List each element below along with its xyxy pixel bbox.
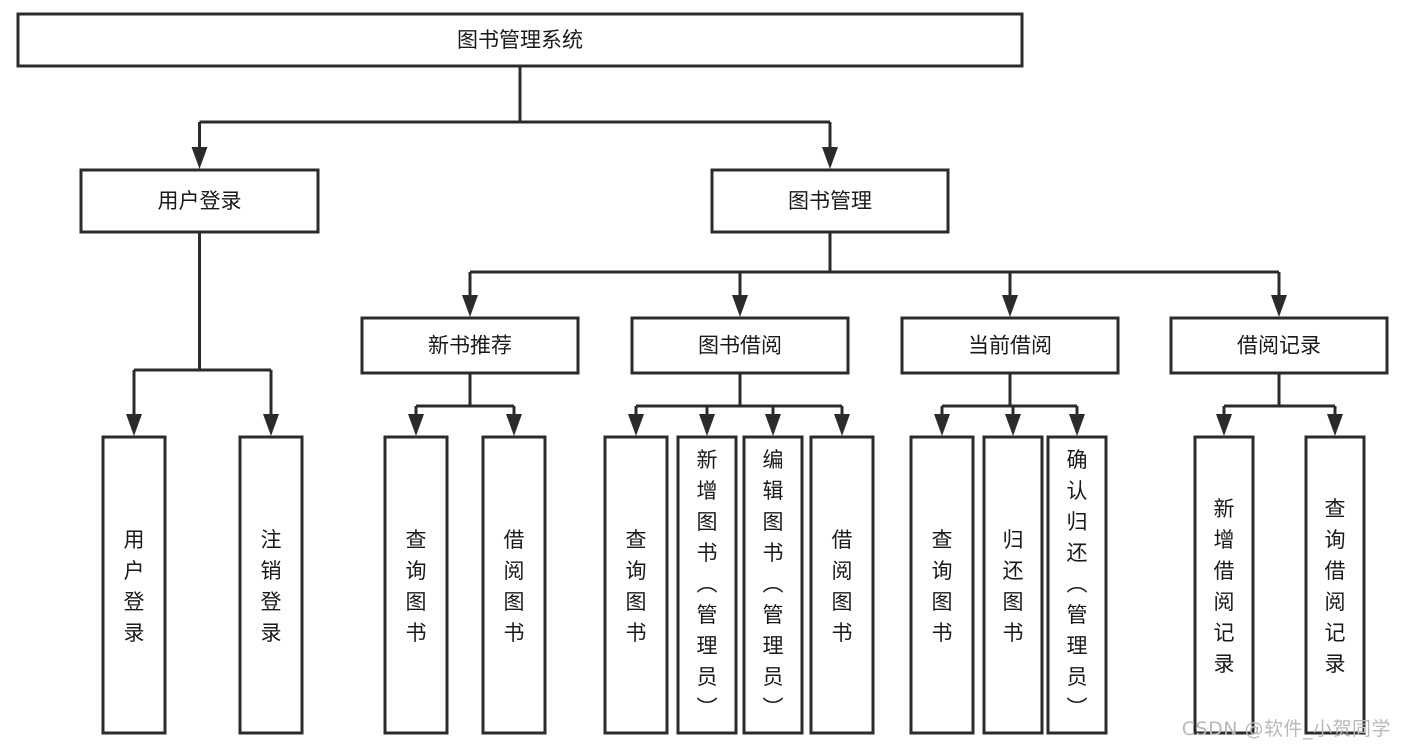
leaf-node-6: 编辑图书︵管理员︶: [742, 435, 804, 735]
leaf-node-9-label: 归还图书: [1003, 528, 1024, 645]
leaf-node-8-label: 查询图书: [932, 528, 953, 645]
level2-node-0-label: 用户登录: [158, 189, 242, 213]
connector-layer: [126, 66, 1343, 436]
arrow-head-icon: [408, 414, 424, 436]
leaf-node-3-rect: [481, 435, 547, 735]
arrow-head-icon: [126, 414, 142, 436]
root-node-label: 图书管理系统: [457, 28, 583, 52]
leaf-node-4-rect: [603, 435, 669, 735]
arrow-head-icon: [1002, 295, 1018, 317]
level3-node-0-rect: [360, 316, 580, 375]
leaf-node-6-label: 编辑图书︵管理员︶: [763, 448, 784, 720]
level3-node-1-label: 图书借阅: [698, 334, 782, 358]
leaf-node-6-rect: [742, 435, 804, 735]
leaf-node-7-rect: [809, 435, 875, 735]
arrow-head-icon: [934, 414, 950, 436]
leaf-node-1-label: 注销登录: [261, 528, 282, 645]
root-node-rect: [16, 12, 1024, 68]
level3-node-0-label: 新书推荐: [428, 334, 512, 358]
leaf-node-3: 借阅图书: [481, 435, 547, 735]
leaf-node-2-label: 查询图书: [406, 528, 427, 645]
level3-node-1-rect: [630, 316, 850, 375]
arrow-head-icon: [822, 147, 838, 169]
leaf-node-8-rect: [909, 435, 975, 735]
level2-node-1-label: 图书管理: [788, 189, 872, 213]
leaf-node-8: 查询图书: [909, 435, 975, 735]
leaf-node-2: 查询图书: [383, 435, 449, 735]
leaf-node-4-label: 查询图书: [626, 528, 647, 645]
arrow-head-icon: [506, 414, 522, 436]
level2-node-1: 图书管理: [710, 168, 950, 234]
arrow-head-icon: [1327, 414, 1343, 436]
leaf-node-9: 归还图书: [982, 435, 1044, 735]
leaf-node-1-rect: [238, 435, 304, 735]
leaf-node-11-label: 新增借阅记录: [1214, 497, 1235, 676]
leaf-node-12-rect: [1304, 435, 1366, 735]
leaf-node-12-label: 查询借阅记录: [1325, 497, 1346, 676]
level3-node-2: 当前借阅: [900, 316, 1120, 375]
node-layer: 图书管理系统用户登录图书管理新书推荐图书借阅当前借阅借阅记录用户登录注销登录查询…: [16, 12, 1389, 735]
root-node: 图书管理系统: [16, 12, 1024, 68]
arrow-head-icon: [462, 295, 478, 317]
leaf-node-10-rect: [1046, 435, 1108, 735]
arrow-head-icon: [1005, 414, 1021, 436]
leaf-node-0-rect: [101, 435, 167, 735]
leaf-node-12: 查询借阅记录: [1304, 435, 1366, 735]
leaf-node-9-rect: [982, 435, 1044, 735]
leaf-node-1: 注销登录: [238, 435, 304, 735]
level2-node-1-rect: [710, 168, 950, 234]
leaf-node-10: 确认归还︵管理员︶: [1046, 435, 1108, 735]
arrow-head-icon: [1216, 414, 1232, 436]
leaf-node-5-rect: [676, 435, 738, 735]
level3-node-2-label: 当前借阅: [968, 334, 1052, 358]
leaf-node-5: 新增图书︵管理员︶: [676, 435, 738, 735]
arrow-head-icon: [191, 147, 208, 169]
level3-node-3: 借阅记录: [1169, 316, 1389, 375]
level2-node-0-rect: [79, 168, 320, 234]
arrow-head-icon: [263, 414, 279, 436]
arrow-head-icon: [1271, 295, 1287, 317]
leaf-node-7-label: 借阅图书: [832, 528, 853, 645]
level3-node-3-rect: [1169, 316, 1389, 375]
level3-node-1: 图书借阅: [630, 316, 850, 375]
leaf-node-3-label: 借阅图书: [504, 528, 525, 645]
leaf-node-4: 查询图书: [603, 435, 669, 735]
leaf-node-10-label: 确认归还︵管理员︶: [1067, 448, 1088, 720]
leaf-node-11: 新增借阅记录: [1193, 435, 1255, 735]
leaf-node-11-rect: [1193, 435, 1255, 735]
leaf-node-5-label: 新增图书︵管理员︶: [697, 448, 718, 720]
arrow-head-icon: [732, 295, 748, 317]
leaf-node-2-rect: [383, 435, 449, 735]
level2-node-0: 用户登录: [79, 168, 320, 234]
arrow-head-icon: [834, 414, 850, 436]
level3-node-2-rect: [900, 316, 1120, 375]
leaf-node-0: 用户登录: [101, 435, 167, 735]
leaf-node-0-label: 用户登录: [124, 528, 145, 645]
level3-node-0: 新书推荐: [360, 316, 580, 375]
arrow-head-icon: [765, 414, 781, 436]
leaf-node-7: 借阅图书: [809, 435, 875, 735]
arrow-head-icon: [1069, 414, 1085, 436]
arrow-head-icon: [699, 414, 715, 436]
level3-node-3-label: 借阅记录: [1237, 334, 1321, 358]
arrow-head-icon: [628, 414, 644, 436]
